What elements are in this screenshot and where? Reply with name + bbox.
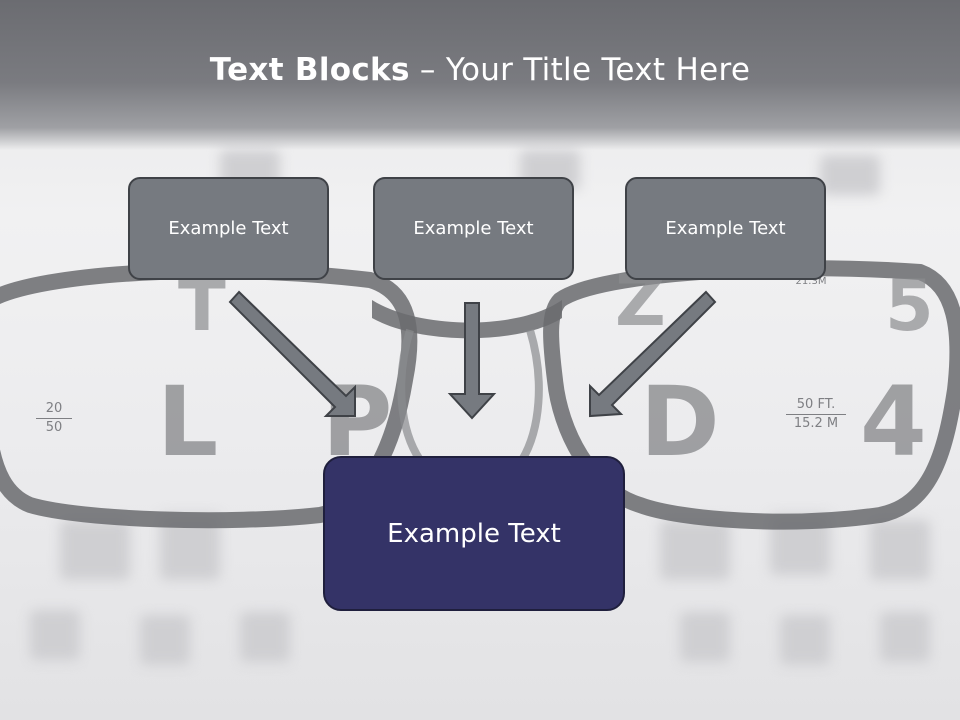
right-distance-label: 50 FT. 15.2 M <box>786 396 846 433</box>
text-block-right-label: Example Text <box>665 218 786 239</box>
svg-text:L: L <box>157 366 218 478</box>
arrow-right-diagonal <box>589 290 717 418</box>
svg-text:4: 4 <box>860 366 927 478</box>
arrow-center-down <box>447 302 497 420</box>
left-ratio-label: 20 50 <box>36 400 72 437</box>
text-block-center-label: Example Text <box>413 218 534 239</box>
title-band <box>0 0 960 150</box>
text-block-main[interactable]: Example Text <box>323 456 625 611</box>
title-bold: Text Blocks <box>209 52 410 88</box>
arrow-left-diagonal <box>228 290 356 417</box>
text-block-left-label: Example Text <box>168 218 289 239</box>
text-block-left[interactable]: Example Text <box>128 177 329 280</box>
svg-text:D: D <box>640 366 720 478</box>
text-block-right[interactable]: Example Text <box>625 177 826 280</box>
slide-title: Text Blocks – Your Title Text Here <box>0 52 960 88</box>
corner-distance-label: 21.3M <box>795 276 827 287</box>
svg-text:5: 5 <box>885 265 934 347</box>
title-rest: Your Title Text Here <box>445 52 751 88</box>
text-block-main-label: Example Text <box>387 518 561 549</box>
text-block-center[interactable]: Example Text <box>373 177 574 280</box>
title-dash: – <box>409 52 446 88</box>
